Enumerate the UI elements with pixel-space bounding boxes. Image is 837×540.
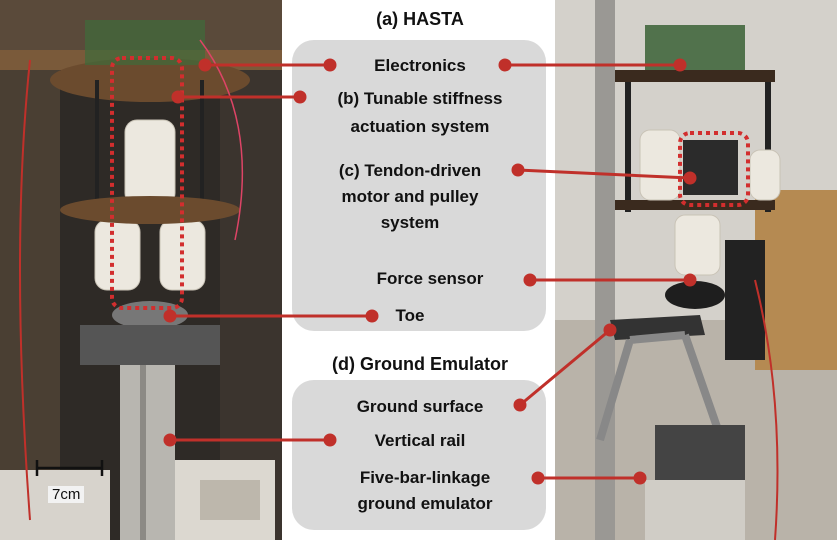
label-tunable-line2: actuation system bbox=[350, 117, 490, 136]
label-tendon-line1: (c) Tendon-driven bbox=[338, 161, 482, 180]
label-ground-surface: Ground surface bbox=[356, 397, 484, 416]
scale-bar bbox=[35, 460, 104, 476]
label-electronics: Electronics bbox=[374, 56, 466, 75]
label-force-sensor: Force sensor bbox=[376, 269, 484, 288]
title-ground-emulator: (d) Ground Emulator bbox=[332, 354, 508, 374]
label-tendon-line3: system bbox=[380, 213, 440, 232]
label-five-bar-line1: Five-bar-linkage bbox=[359, 468, 491, 487]
label-toe: Toe bbox=[395, 306, 425, 325]
hasta-photo-left-illustration bbox=[0, 0, 282, 540]
hasta-photo-left: 7cm bbox=[0, 0, 282, 540]
label-five-bar-line2: ground emulator bbox=[357, 494, 493, 513]
scale-bar-label: 7cm bbox=[48, 486, 85, 503]
label-vertical-rail: Vertical rail bbox=[374, 431, 466, 450]
hasta-photo-right bbox=[555, 0, 837, 540]
ground-emulator-panel bbox=[292, 380, 546, 530]
label-tendon-line2: motor and pulley bbox=[341, 187, 479, 206]
title-hasta: (a) HASTA bbox=[376, 9, 464, 29]
hasta-photo-right-illustration bbox=[555, 0, 837, 540]
label-tunable-line1: (b) Tunable stiffness bbox=[337, 89, 503, 108]
hasta-panel bbox=[292, 40, 546, 331]
